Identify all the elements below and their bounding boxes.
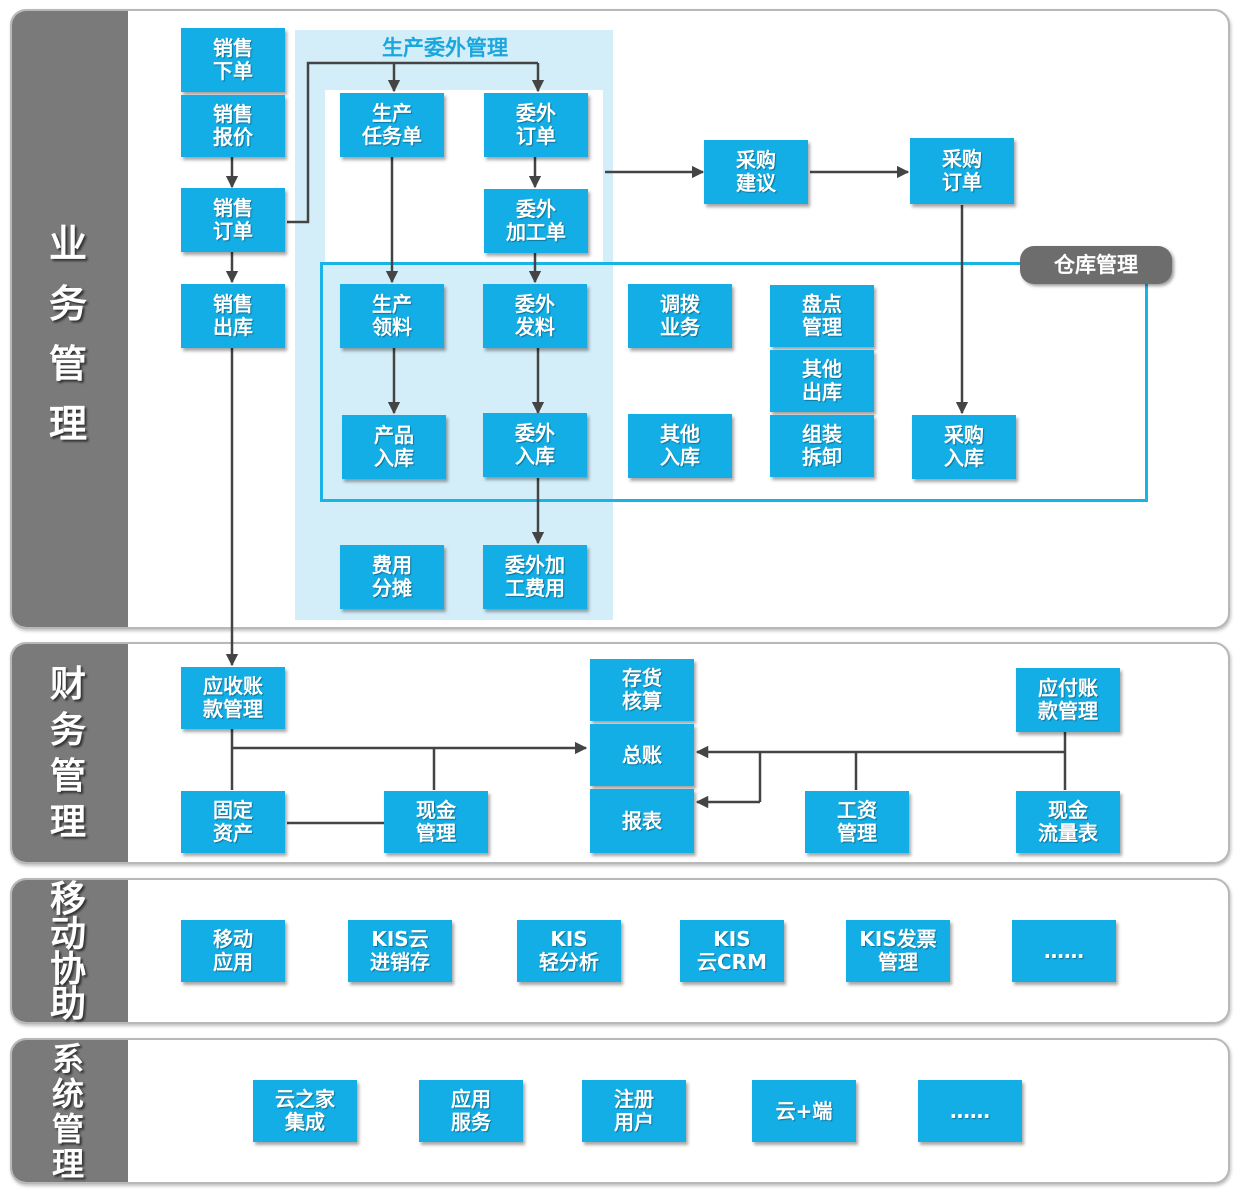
box-mobile-more: …… <box>1012 920 1116 982</box>
box-cost-allocation: 费用 分摊 <box>340 545 444 609</box>
box-app-service: 应用 服务 <box>419 1080 523 1142</box>
box-payables: 应付账 款管理 <box>1016 668 1120 732</box>
mobile-sidebar <box>12 880 128 1022</box>
box-outsource-issue: 委外 发料 <box>483 284 587 348</box>
box-cash-flow: 现金 流量表 <box>1016 791 1120 853</box>
warehouse-frame <box>320 262 1148 502</box>
system-sidebar <box>12 1040 128 1182</box>
box-sales-quote: 销售 报价 <box>181 95 285 157</box>
box-reports: 报表 <box>590 789 694 853</box>
box-receivables: 应收账 款管理 <box>181 667 285 729</box>
box-sales-outbound: 销售 出库 <box>181 284 285 348</box>
box-mobile-app: 移动 应用 <box>181 920 285 982</box>
box-product-inbound: 产品 入库 <box>342 415 446 479</box>
box-kis-crm: KIS 云CRM <box>680 920 784 982</box>
box-production-task: 生产 任务单 <box>340 93 444 157</box>
finance-sidebar <box>12 644 128 862</box>
box-stocktaking: 盘点 管理 <box>770 285 874 347</box>
box-other-outbound: 其他 出库 <box>770 350 874 412</box>
box-outsource-cost: 委外加 工费用 <box>483 545 587 609</box>
business-section-label: 业 务 管 理 <box>48 222 87 446</box>
box-assembly: 组装 拆卸 <box>770 415 874 477</box>
box-kis-invoice: KIS发票 管理 <box>846 920 950 982</box>
business-sidebar <box>12 11 128 627</box>
box-outsource-inbound: 委外 入库 <box>483 413 587 477</box>
system-section-label: 系 统 管 理 <box>51 1040 84 1183</box>
box-kis-cloud-psi: KIS云 进销存 <box>348 920 452 982</box>
box-cloud-terminal: 云+端 <box>752 1080 856 1142</box>
warehouse-tag: 仓库管理 <box>1020 246 1172 284</box>
box-inventory-accounting: 存货 核算 <box>590 659 694 721</box>
box-system-more: …… <box>918 1080 1022 1142</box>
box-purchase-suggestion: 采购 建议 <box>704 140 808 204</box>
box-sales-order-entry: 销售 下单 <box>181 28 285 92</box>
box-other-inbound: 其他 入库 <box>628 414 732 478</box>
finance-section-label: 财 务 管 理 <box>49 664 86 843</box>
box-purchase-inbound: 采购 入库 <box>912 415 1016 479</box>
box-sales-order: 销售 订单 <box>181 188 285 252</box>
box-cloud-home: 云之家 集成 <box>253 1080 357 1142</box>
box-payroll: 工资 管理 <box>805 791 909 853</box>
box-outsource-process-order: 委外 加工单 <box>484 189 588 253</box>
box-production-picking: 生产 领料 <box>340 284 444 348</box>
box-general-ledger: 总账 <box>590 724 694 786</box>
box-outsource-order: 委外 订单 <box>484 93 588 157</box>
box-transfer: 调拨 业务 <box>628 284 732 348</box>
box-kis-analysis: KIS 轻分析 <box>517 920 621 982</box>
box-cash: 现金 管理 <box>384 791 488 853</box>
box-fixed-assets: 固定 资产 <box>181 791 285 853</box>
mobile-section-label: 移 动 协 助 <box>49 879 86 1025</box>
box-register-user: 注册 用户 <box>582 1080 686 1142</box>
production-outsourcing-title: 生产委外管理 <box>382 36 508 60</box>
box-purchase-order: 采购 订单 <box>910 138 1014 204</box>
